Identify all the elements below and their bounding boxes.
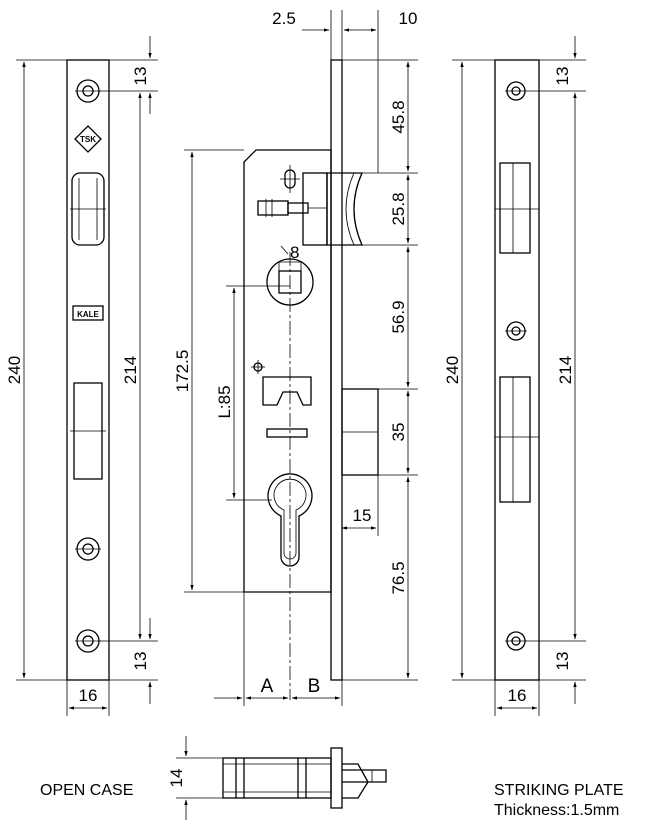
striking-plate	[494, 59, 540, 681]
dim-strike-width: 16	[508, 686, 527, 705]
open-case-caption: OPEN CASE	[40, 782, 133, 799]
dim-bolt-width: 15	[353, 506, 372, 525]
left-faceplate-dimensions: 240 214 13 13 16	[5, 36, 158, 716]
dim-strike-bottom-hole: 13	[553, 652, 572, 671]
dim-bolt-height: 35	[389, 423, 408, 442]
dim-strike-total: 240	[443, 356, 462, 384]
kale-logo: KALE	[77, 310, 99, 319]
dim-left-holes: 214	[121, 356, 140, 384]
dim-left-bottom-hole: 13	[131, 652, 150, 671]
dim-spindle-to-top: 45.8	[389, 100, 408, 133]
dim-bolt-throw: 10	[399, 9, 418, 28]
dim-distance-l: L:85	[215, 385, 234, 418]
dim-strike-holes: 214	[556, 356, 575, 384]
dim-strike-top-hole: 13	[553, 67, 572, 86]
dim-latch-to-bolt: 56.9	[389, 300, 408, 333]
dim-left-width: 16	[79, 686, 98, 705]
dim-body-height: 172.5	[173, 350, 192, 393]
thickness-caption: Thickness:1.5mm	[494, 802, 619, 819]
dim-left-total: 240	[5, 356, 24, 384]
dim-latch-height: 25.8	[389, 192, 408, 225]
lock-body-dimensions: 2.5 10 172.5 L:85 8 45.8 25.8 56.9 35	[173, 9, 418, 706]
dim-top-offset: 2.5	[272, 9, 296, 28]
dim-follower: 8	[290, 243, 299, 262]
tsk-logo: TSK	[80, 135, 96, 144]
case-section-view: 14	[167, 736, 387, 820]
dim-backset-a: A	[261, 676, 274, 697]
dim-case-thickness: 14	[167, 769, 186, 788]
dim-cyl-to-bottom: 76.5	[389, 561, 408, 594]
striking-plate-dimensions: 240 214 13 13 16	[443, 36, 586, 716]
lock-body	[243, 59, 379, 700]
dim-left-top-hole: 13	[131, 67, 150, 86]
left-faceplate: TSK KALE	[66, 59, 110, 681]
dim-backset-b: B	[308, 676, 321, 697]
striking-plate-caption: STRIKING PLATE	[494, 782, 624, 799]
